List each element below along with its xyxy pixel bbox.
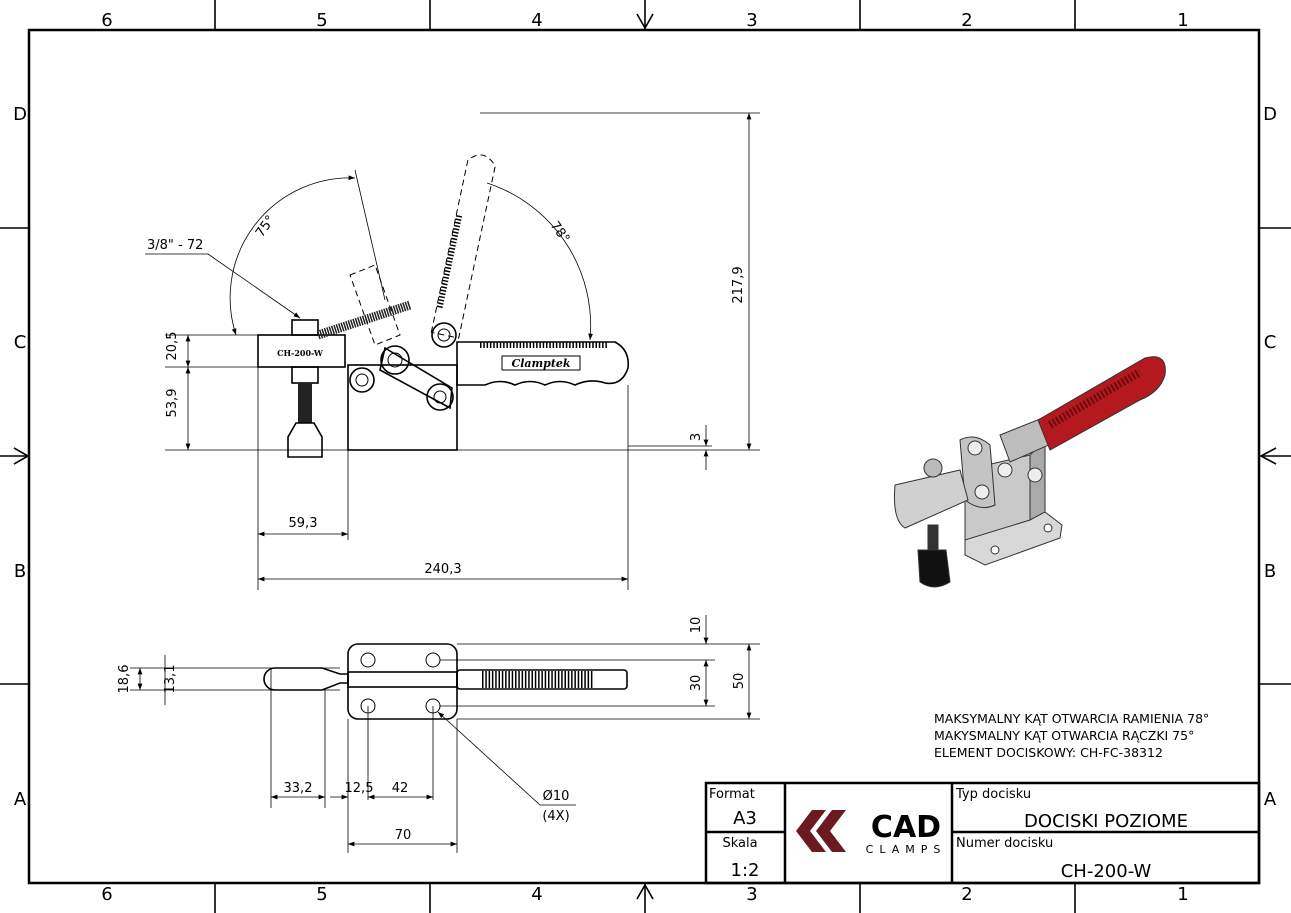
svg-text:CLAMPS: CLAMPS <box>866 843 947 856</box>
dim-spindle-height: 53,9 <box>165 389 180 418</box>
dim-hole-diameter: Ø10 <box>543 789 570 804</box>
row-label: D <box>1263 104 1277 125</box>
format-label: Format <box>709 787 755 802</box>
scale-label: Skala <box>722 836 757 851</box>
row-label: D <box>13 104 27 125</box>
thread-callout: 3/8" - 72 <box>147 238 203 253</box>
arm-marking: CH-200-W <box>277 348 324 358</box>
number-value: CH-200-W <box>1061 861 1152 882</box>
dim-slot-length: 33,2 <box>284 781 313 796</box>
title-block: Format A3 Skala 1:2 CAD CLAMPS Typ docis… <box>704 781 1261 885</box>
column-label: 1 <box>1177 884 1188 905</box>
cad-clamps-logo: CAD CLAMPS <box>796 810 947 856</box>
column-label: 3 <box>746 884 757 905</box>
column-label: 4 <box>531 884 542 905</box>
note-line: MAKYSMALNY KĄT OTWARCIA RĄCZKI 75° <box>934 728 1194 743</box>
column-label: 5 <box>316 10 327 31</box>
scale-value: 1:2 <box>731 860 760 881</box>
zone-labels: 6 5 4 3 2 1 6 5 4 3 2 1 D C B A D C B A <box>13 10 1277 905</box>
dim-base-offset: 3 <box>689 433 704 441</box>
dim-arm-reach: 59,3 <box>289 516 318 531</box>
dim-hole-spacing-x: 42 <box>392 781 409 796</box>
dim-hole-count: (4X) <box>542 809 569 824</box>
dim-total-length: 240,3 <box>424 562 461 577</box>
type-value: DOCISKI POZIOME <box>1024 811 1188 832</box>
column-label: 1 <box>1177 10 1188 31</box>
row-label: B <box>1264 561 1276 582</box>
column-label: 2 <box>961 884 972 905</box>
type-label: Typ docisku <box>955 787 1031 802</box>
drawing-notes: MAKSYMALNY KĄT OTWARCIA RAMIENIA 78° MAK… <box>934 711 1209 760</box>
column-label: 5 <box>316 884 327 905</box>
row-label: B <box>14 561 26 582</box>
dim-hole-offset: 12,5 <box>345 781 374 796</box>
column-label: 6 <box>101 884 112 905</box>
column-label: 3 <box>746 10 757 31</box>
row-label: C <box>14 332 27 353</box>
dim-total-height: 217,9 <box>731 266 746 303</box>
dim-edge-to-hole: 10 <box>689 617 704 634</box>
dim-base-width: 50 <box>732 673 747 690</box>
column-label: 6 <box>101 10 112 31</box>
dim-arm-height: 20,5 <box>165 332 180 361</box>
dim-hole-spacing-y: 30 <box>689 675 704 692</box>
dim-base-length: 70 <box>395 828 412 843</box>
note-line: ELEMENT DOCISKOWY: CH-FC-38312 <box>934 745 1163 760</box>
row-label: C <box>1264 332 1277 353</box>
angle-arm-label: 75° <box>253 213 279 240</box>
number-label: Numer docisku <box>956 836 1053 851</box>
dim-slot-outer: 18,6 <box>117 665 132 694</box>
angle-handle-label: 78° <box>547 219 573 246</box>
handle-brand: Clamptek <box>511 357 570 370</box>
svg-text:CAD: CAD <box>871 810 941 845</box>
column-label: 2 <box>961 10 972 31</box>
note-line: MAKSYMALNY KĄT OTWARCIA RAMIENIA 78° <box>934 711 1209 726</box>
dim-slot-inner: 13,1 <box>163 665 178 694</box>
top-view: 18,6 13,1 10 30 50 33,2 12,5 42 70 Ø10 (… <box>117 615 760 853</box>
isometric-view <box>894 356 1166 588</box>
side-view: CH-200-W Clamptek 75° 78° 3/8" <box>145 112 760 590</box>
format-value: A3 <box>733 808 757 829</box>
row-label: A <box>1264 789 1277 810</box>
column-label: 4 <box>531 10 542 31</box>
row-label: A <box>14 789 27 810</box>
